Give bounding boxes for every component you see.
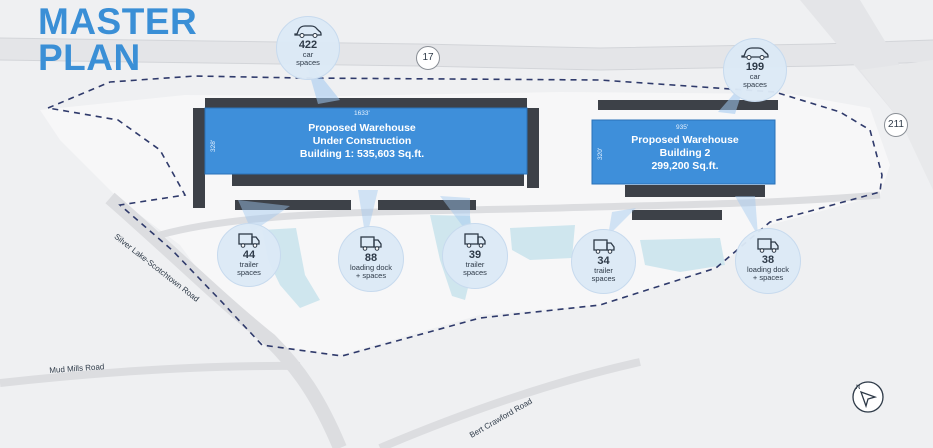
car-icon	[294, 25, 322, 38]
callout-label: spaces	[743, 80, 767, 89]
route-211-shield: 211	[884, 113, 908, 137]
truck-icon	[238, 233, 260, 248]
building-2-line-1: Proposed Warehouse	[631, 134, 739, 146]
building-2-depth-dim: 320'	[597, 147, 604, 160]
site-boundary	[45, 75, 883, 357]
car-icon	[741, 47, 769, 60]
building-2	[591, 119, 776, 185]
callout-car-spaces-b2: 199 car spaces	[723, 38, 787, 102]
callout-trailer-39: 39 trailer spaces	[442, 223, 508, 289]
callout-label: spaces	[296, 58, 320, 67]
callout-trailer-34: 34 trailer spaces	[571, 229, 636, 294]
svg-text:N: N	[856, 385, 860, 391]
building-1-width-dim: 1633'	[354, 110, 370, 117]
highway-17	[0, 38, 933, 70]
building-2-line-2: Building 2	[659, 147, 711, 159]
callout-label: + spaces	[355, 271, 387, 280]
page-title: MASTER PLAN	[38, 1, 198, 78]
callout-label: trailer	[465, 260, 485, 269]
parking-north-b2	[598, 100, 778, 110]
road-mud-mills	[0, 361, 301, 387]
building-1-depth-dim: 328'	[210, 139, 217, 152]
callout-label: spaces	[463, 268, 487, 277]
building-2-line-3: 299,200 Sq.ft.	[651, 160, 719, 172]
callout-label: + spaces	[752, 273, 784, 282]
callout-loading-dock-88: 88 loading dock + spaces	[338, 226, 404, 292]
callout-number: 39	[468, 249, 482, 261]
callout-label: trailer	[239, 260, 259, 269]
route-17-shield: 17	[416, 46, 440, 70]
title-line-2: PLAN	[38, 37, 141, 78]
callout-label: loading dock	[349, 263, 393, 272]
callout-trailer-44: 44 trailer spaces	[217, 223, 281, 287]
building-2-label: Proposed Warehouse Building 2 299,200 Sq…	[610, 134, 760, 173]
callout-label: spaces	[591, 274, 616, 283]
truck-icon	[757, 238, 779, 253]
truck-icon	[464, 233, 486, 248]
parking-south-b1	[232, 174, 524, 186]
building-1-line-3: Building 1: 535,603 Sq.ft.	[299, 148, 425, 160]
callout-number: 38	[761, 254, 775, 266]
parking-north-b1	[205, 98, 527, 108]
callout-loading-dock-38: 38 loading dock + spaces	[735, 228, 801, 294]
callout-number: 34	[597, 255, 610, 267]
callout-number: 88	[364, 252, 378, 264]
callout-label: car	[302, 50, 314, 59]
building-1	[204, 107, 528, 175]
callout-label: loading dock	[746, 265, 790, 274]
callout-number: 422	[298, 39, 318, 51]
road-bert-crawford	[378, 358, 641, 448]
road-silver-lake	[105, 192, 347, 448]
parking-south-b2	[625, 185, 765, 197]
callout-label: car	[749, 72, 761, 81]
north-arrow-icon: N	[852, 381, 884, 413]
callout-label: spaces	[237, 268, 261, 277]
pond-3	[510, 225, 575, 260]
title-line-1: MASTER	[38, 1, 198, 42]
building-1-line-2: Under Construction	[312, 135, 412, 147]
callout-number: 44	[242, 249, 256, 261]
building-1-line-1: Proposed Warehouse	[308, 122, 416, 134]
callout-number: 199	[745, 61, 765, 73]
truck-icon	[360, 236, 382, 251]
truck-icon	[592, 239, 615, 254]
building-1-label: Proposed Warehouse Under Construction Bu…	[262, 122, 462, 161]
building-2-width-dim: 935'	[676, 124, 689, 131]
pond-4	[640, 238, 725, 272]
callout-label: trailer	[594, 266, 613, 275]
callout-car-spaces-b1: 422 car spaces	[276, 16, 340, 80]
